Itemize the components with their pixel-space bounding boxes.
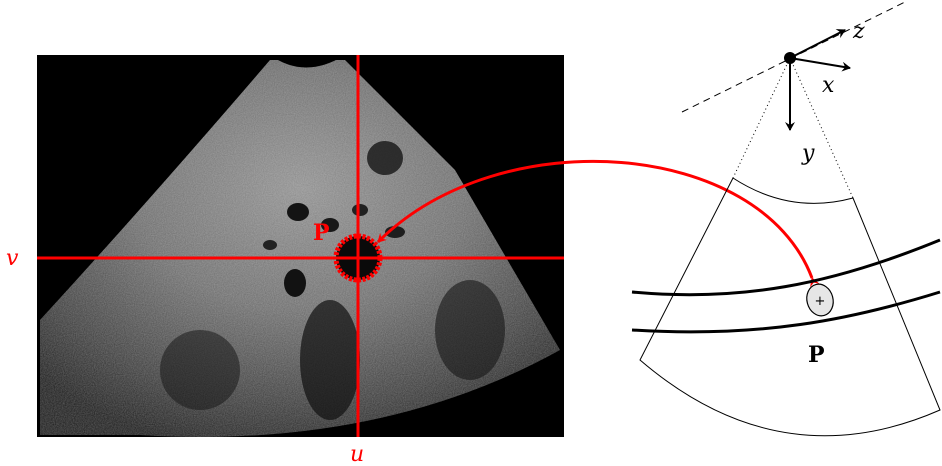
ultrasound-image: P v u [6,55,564,466]
vessel-dark [284,269,306,297]
vessel-dark [367,141,403,175]
vessel-wall-upper [632,240,940,295]
z-axis-label: z [852,19,865,44]
shadow-region [160,330,240,410]
image-sector [640,178,940,436]
target-label-p: P [313,220,330,246]
vessel-dark [352,204,368,216]
beam-edge-left [733,58,790,178]
probe-diagram: z x y + P [632,2,940,436]
x-axis-arrow [790,58,850,68]
vessel-dark [263,240,277,250]
x-axis-label: x [822,73,835,98]
v-axis-label: v [6,246,19,271]
target-marker-plus: + [815,294,826,309]
shadow-region [435,280,505,380]
target-label-p-diagram: P [808,342,825,368]
u-axis-label: u [350,442,364,466]
vessel-dark [287,203,309,221]
z-axis-arrow [790,30,845,58]
shadow-region [300,300,360,420]
y-axis-label: y [801,141,815,166]
